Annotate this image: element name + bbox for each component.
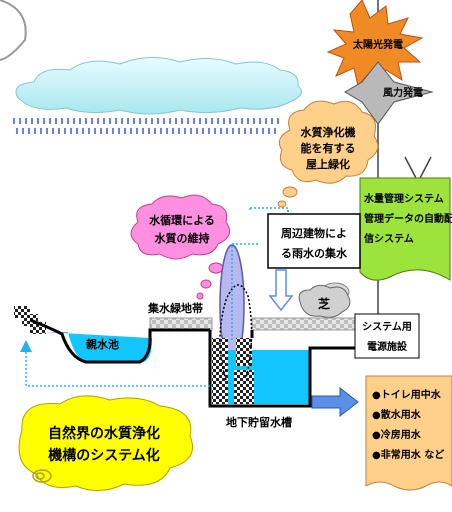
dotted-circulation-line [231, 243, 260, 340]
pond-label: 親水池 [86, 337, 119, 351]
solar-label: 太陽光発電 [352, 38, 403, 51]
roof-green-bubble [278, 100, 379, 184]
nature-line-2: 機構のシステム化 [48, 447, 160, 464]
circulation-dotted-loop [219, 284, 253, 381]
cloud-icon [15, 57, 303, 115]
swirl-icon [35, 472, 45, 480]
nature-line-1: 自然界の水質浄化 [48, 425, 160, 442]
grass-bubble [298, 284, 351, 318]
wind-diamond-icon [344, 61, 434, 125]
use-item-3: ●冷房用水 [372, 428, 422, 441]
rain-collect-box [267, 213, 361, 269]
rain [13, 118, 279, 134]
water-cycle-bubble [130, 194, 231, 260]
water-cycle-line-2: 水質の維持 [155, 231, 210, 245]
thought-dot [208, 262, 224, 274]
system-power-box [354, 313, 420, 359]
use-item-2: ●散水用水 [372, 408, 422, 421]
water-mgmt-line-3: 信システム [364, 232, 414, 245]
pond-water [44, 332, 152, 362]
water-cycle-line-1: 水循環による [149, 213, 215, 227]
dotted-collect-line [249, 207, 288, 212]
water-mgmt-line-1: 水量管理システム [363, 192, 444, 205]
corner-arc [0, 0, 27, 61]
pond-outline [29, 318, 210, 364]
uses-box [365, 375, 452, 491]
thought-dot [277, 200, 287, 208]
catchment-label: 集水緑地帯 [147, 301, 203, 315]
rain-collect-line-2: る雨水の集水 [281, 246, 348, 260]
tank-water [212, 350, 310, 404]
tank-outline [208, 330, 356, 408]
roof-green-line-2: 能を有する [301, 141, 356, 155]
roof-green-line-1: 水質浄化機 [301, 125, 356, 139]
catchment-strip-left [149, 317, 213, 331]
tank-label: 地下貯留水槽 [226, 415, 292, 429]
dotted-return-line [20, 340, 210, 387]
system-power-line-2: 電源施設 [367, 340, 408, 353]
roof-green-line-3: 屋上緑化 [306, 157, 350, 171]
use-item-1: ●トイレ用中水 [372, 388, 442, 401]
thought-dot [200, 279, 212, 289]
tank-pillar [234, 370, 254, 404]
thought-dot [282, 186, 298, 198]
nature-blob [18, 395, 193, 491]
use-item-4: ●非常用水 など [372, 448, 444, 461]
catchment-strip-right [251, 317, 357, 331]
output-arrow-icon [311, 386, 359, 418]
water-mgmt-line-2: 管理データの自動配 [364, 212, 452, 225]
grass-label: 芝 [318, 296, 330, 311]
system-power-line-1: システム用 [362, 321, 412, 333]
thought-dot [196, 292, 204, 300]
tank-pillar [236, 338, 252, 366]
tank-pillar [212, 338, 228, 404]
water-mgmt-flag [359, 177, 451, 281]
swirl-icon [32, 469, 52, 483]
wind-label: 風力発電 [383, 86, 423, 99]
rain-collect-line-1: 周辺建物によ [281, 226, 347, 240]
down-arrow-icon [268, 269, 294, 312]
